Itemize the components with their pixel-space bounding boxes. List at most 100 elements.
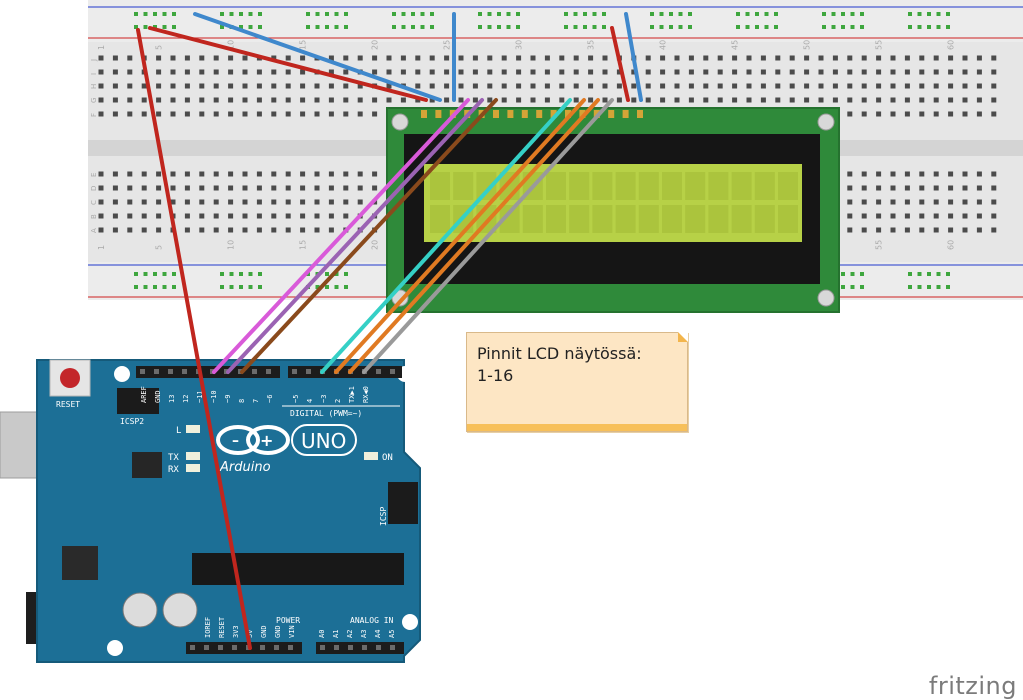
breadboard-hole xyxy=(933,171,939,177)
breadboard-hole xyxy=(256,185,262,191)
wire-cyan xyxy=(320,98,572,374)
breadboard-hole xyxy=(357,171,363,177)
rail-hole xyxy=(162,285,167,289)
breadboard-hole xyxy=(199,227,205,233)
arduino-logo: – + UNO Arduino xyxy=(216,424,357,475)
breadboard-hole xyxy=(631,83,637,89)
breadboard-hole xyxy=(847,111,853,117)
breadboard-hole xyxy=(112,171,118,177)
breadboard-hole xyxy=(832,69,838,75)
breadboard-hole xyxy=(847,171,853,177)
breadboard-hole xyxy=(228,227,234,233)
breadboard-hole xyxy=(746,97,752,103)
lcd-cell xyxy=(522,205,543,233)
breadboard-hole xyxy=(98,199,104,205)
led-l-label: L xyxy=(176,426,181,436)
rail-hole xyxy=(325,12,329,16)
breadboard-hole xyxy=(328,111,334,117)
breadboard-hole xyxy=(256,213,262,219)
reset-button[interactable] xyxy=(60,368,80,388)
breadboard-hole xyxy=(904,55,910,61)
column-number: 15 xyxy=(299,240,308,250)
lcd-pin xyxy=(579,110,586,118)
breadboard-hole xyxy=(991,55,997,61)
breadboard-hole xyxy=(156,55,162,61)
breadboard-hole xyxy=(890,69,896,75)
breadboard-hole xyxy=(876,69,882,75)
breadboard-hole xyxy=(674,97,680,103)
header-pin xyxy=(376,645,381,650)
breadboard-hole xyxy=(141,171,147,177)
breadboard-hole xyxy=(732,83,738,89)
atmega-chip xyxy=(192,553,404,585)
breadboard-hole xyxy=(962,97,968,103)
rail-hole xyxy=(229,272,234,276)
rail-hole xyxy=(592,12,597,16)
breadboard-hole xyxy=(271,227,277,233)
breadboard-hole xyxy=(962,213,968,219)
breadboard-hole xyxy=(458,83,464,89)
lcd-cell xyxy=(569,205,590,233)
breadboard-hole xyxy=(760,83,766,89)
breadboard-hole xyxy=(962,83,968,89)
breadboard-hole xyxy=(991,111,997,117)
column-number: 60 xyxy=(947,40,956,50)
rail-hole xyxy=(315,25,320,29)
row-letter: A xyxy=(90,228,98,233)
breadboard-hole xyxy=(818,69,824,75)
breadboard-hole xyxy=(919,69,925,75)
breadboard-hole xyxy=(98,55,104,61)
breadboard-hole xyxy=(991,199,997,205)
breadboard-hole xyxy=(141,199,147,205)
column-number: 40 xyxy=(659,40,668,50)
rail-hole xyxy=(764,25,769,29)
rail-hole xyxy=(325,285,329,289)
breadboard-hole xyxy=(156,227,162,233)
breadboard-hole xyxy=(861,111,867,117)
breadboard-hole xyxy=(314,111,320,117)
rail-hole xyxy=(573,25,578,29)
rail-hole xyxy=(946,272,950,276)
rail-hole xyxy=(134,25,138,29)
column-number: 20 xyxy=(371,40,380,50)
breadboard-hole xyxy=(948,97,954,103)
rail-hole xyxy=(229,12,234,16)
note-text[interactable]: Pinnit LCD näytössä: 1-16 xyxy=(477,344,642,385)
sticky-note[interactable]: Pinnit LCD näytössä: 1-16 xyxy=(466,332,688,432)
breadboard-hole xyxy=(890,199,896,205)
breadboard-hole xyxy=(976,199,982,205)
breadboard-hole xyxy=(314,227,320,233)
breadboard-hole xyxy=(847,83,853,89)
rail-hole xyxy=(917,285,922,289)
rail-hole xyxy=(487,25,492,29)
rail-hole xyxy=(592,25,597,29)
breadboard-hole xyxy=(199,97,205,103)
breadboard-hole xyxy=(904,83,910,89)
breadboard-hole xyxy=(357,55,363,61)
breadboard-hole xyxy=(372,97,378,103)
rail-hole xyxy=(478,12,482,16)
breadboard-hole xyxy=(343,97,349,103)
rail-hole xyxy=(239,272,243,276)
breadboard-hole xyxy=(300,69,306,75)
rail-hole xyxy=(239,12,243,16)
breadboard-hole xyxy=(703,97,709,103)
lcd-cell xyxy=(708,205,729,233)
breadboard-hole xyxy=(688,69,694,75)
header-pin xyxy=(376,369,381,374)
breadboard-hole xyxy=(976,83,982,89)
breadboard-hole xyxy=(991,213,997,219)
rail-hole xyxy=(497,12,501,16)
power-pin-label: IOREF xyxy=(204,617,212,638)
header-pin xyxy=(274,645,279,650)
rail-hole xyxy=(420,25,425,29)
breadboard-hole xyxy=(242,185,248,191)
breadboard-hole xyxy=(271,171,277,177)
breadboard-hole xyxy=(98,69,104,75)
logo-loop-left xyxy=(216,425,260,455)
breadboard-hole xyxy=(933,111,939,117)
voltage-regulator xyxy=(62,546,98,580)
lcd-pin xyxy=(493,110,499,118)
breadboard-hole xyxy=(962,199,968,205)
